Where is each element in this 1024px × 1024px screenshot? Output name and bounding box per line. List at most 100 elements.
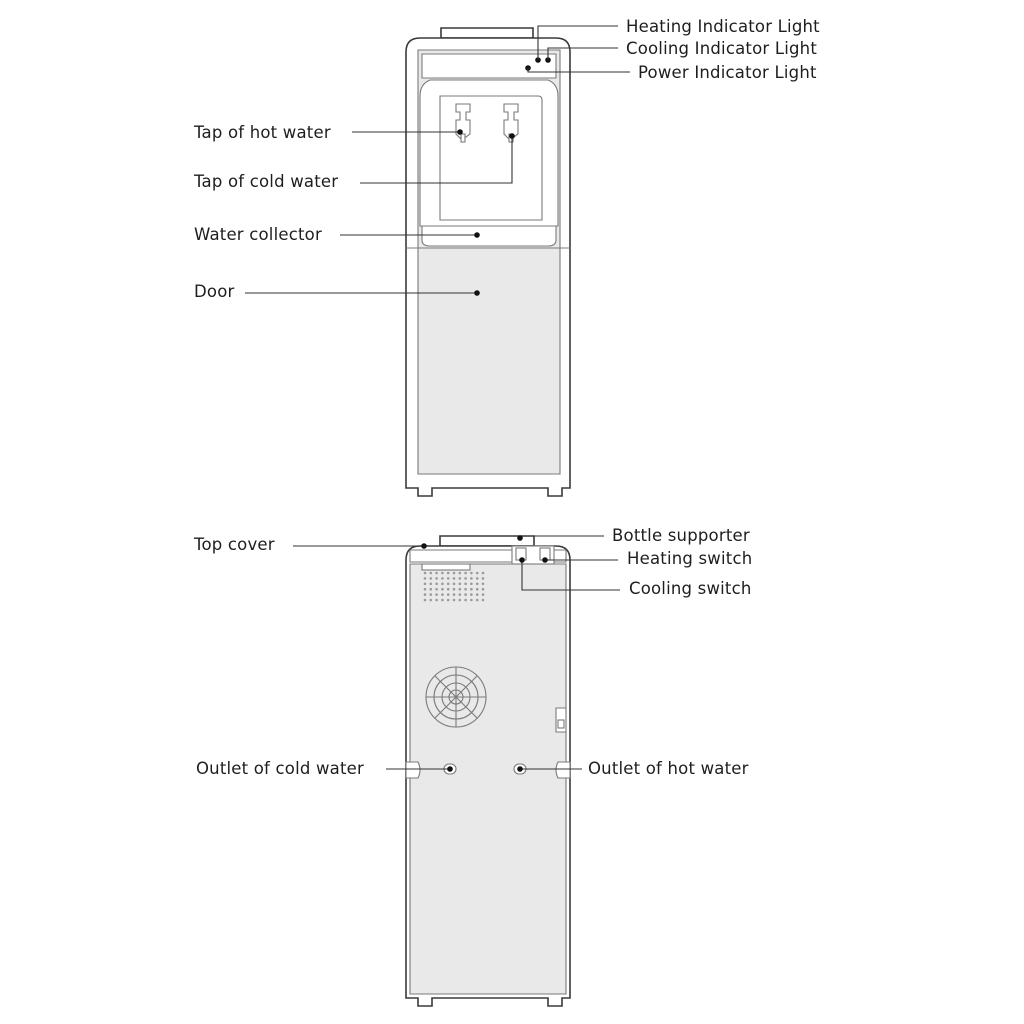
heating-switch-marker [542, 557, 548, 563]
outlet-cold-recess [405, 761, 421, 779]
label-bottle-supporter: Bottle supporter [612, 526, 750, 545]
vent-hole [423, 587, 427, 591]
vent-hole [441, 582, 444, 586]
front-top-holder [440, 27, 534, 39]
vent-hole [470, 577, 473, 580]
vent-hole [435, 587, 438, 591]
vent-hole [435, 582, 438, 586]
vent-hole [435, 598, 438, 602]
vent-hole [446, 587, 450, 591]
vent-hole [441, 587, 444, 591]
label-cooling-indicator-light: Cooling Indicator Light [626, 39, 817, 58]
side-handle-slot [557, 719, 565, 729]
label-power-indicator-light: Power Indicator Light [638, 63, 817, 82]
vent-hole [475, 598, 479, 602]
vent-hole [458, 582, 462, 586]
vent-hole [452, 598, 456, 602]
label-tap-hot-water: Tap of hot water [193, 123, 331, 142]
vent-hole [481, 571, 485, 575]
label-outlet-hot-water: Outlet of hot water [588, 759, 749, 778]
door-marker [474, 290, 480, 296]
vent-hole [475, 593, 479, 596]
vent-hole [429, 587, 433, 591]
vent-hole [446, 571, 450, 575]
vent-grill [423, 571, 485, 602]
vent-hole [423, 582, 427, 586]
vent-hole [441, 577, 444, 580]
vent-hole [423, 598, 427, 602]
vent-hole [423, 593, 427, 596]
vent-hole [470, 582, 473, 586]
vent-hole [423, 577, 427, 580]
vent-hole [470, 593, 473, 596]
label-tap-cold-water: Tap of cold water [193, 172, 338, 191]
water-collector-tray [421, 225, 557, 247]
top-cover-marker [421, 543, 427, 549]
vent-hole [435, 593, 438, 596]
vent-hole [464, 587, 467, 591]
indicator-strip [421, 53, 557, 79]
vent-hole [470, 598, 473, 602]
tap-recess-inner [439, 95, 543, 221]
vent-hole [464, 593, 467, 596]
label-heating-switch: Heating switch [627, 549, 752, 568]
tap-recess [419, 79, 559, 227]
vent-hole [458, 577, 462, 580]
vent-hole [458, 593, 462, 596]
vent-hole [446, 593, 450, 596]
label-door: Door [194, 282, 234, 301]
front-view: Heating Indicator Light Cooling Indicato… [193, 17, 820, 497]
tap-hot-marker [457, 129, 463, 135]
bottle-supporter-marker [517, 535, 523, 541]
leader-heating-indicator [537, 25, 618, 60]
vent-hole [423, 571, 427, 575]
vent-hole [464, 571, 467, 575]
vent-hole [481, 582, 485, 586]
leader-tap-cold [360, 136, 513, 184]
label-heating-indicator-light: Heating Indicator Light [626, 17, 820, 36]
leader-power-indicator [527, 68, 630, 73]
outlet-hot-marker [517, 766, 523, 772]
vent-hole [446, 577, 450, 580]
water-collector-marker [474, 232, 480, 238]
outlet-hot-recess [555, 761, 571, 779]
vent-hole [458, 571, 462, 575]
vent-hole [435, 577, 438, 580]
tap-cold-marker [509, 133, 515, 139]
vent-hole [470, 587, 473, 591]
label-cooling-switch: Cooling switch [629, 579, 752, 598]
vent-hole [475, 582, 479, 586]
vent-hole [458, 598, 462, 602]
vent-hole [475, 571, 479, 575]
vent-hole [452, 577, 456, 580]
vent-hole [435, 571, 438, 575]
vent-hole [464, 577, 467, 580]
back-view: Top cover Bottle supporter Heating switc… [193, 526, 752, 1007]
vent-hole [452, 587, 456, 591]
vent-hole [475, 577, 479, 580]
vent-hole [481, 593, 485, 596]
back-inner-panel [409, 563, 567, 995]
back-strip [421, 563, 471, 571]
vent-hole [429, 577, 433, 580]
vent-hole [429, 593, 433, 596]
vent-hole [464, 582, 467, 586]
vent-hole [452, 593, 456, 596]
vent-hole [481, 587, 485, 591]
label-top-cover: Top cover [193, 535, 275, 554]
vent-hole [441, 571, 444, 575]
vent-hole [452, 582, 456, 586]
vent-hole [446, 598, 450, 602]
label-water-collector: Water collector [194, 225, 322, 244]
label-outlet-cold-water: Outlet of cold water [196, 759, 364, 778]
vent-hole [441, 593, 444, 596]
vent-hole [470, 571, 473, 575]
vent-hole [452, 571, 456, 575]
leader-cooling-switch [521, 560, 620, 591]
outlet-cold-marker [447, 766, 453, 772]
vent-hole [481, 598, 485, 602]
vent-hole [481, 577, 485, 580]
vent-hole [429, 582, 433, 586]
vent-hole [446, 582, 450, 586]
